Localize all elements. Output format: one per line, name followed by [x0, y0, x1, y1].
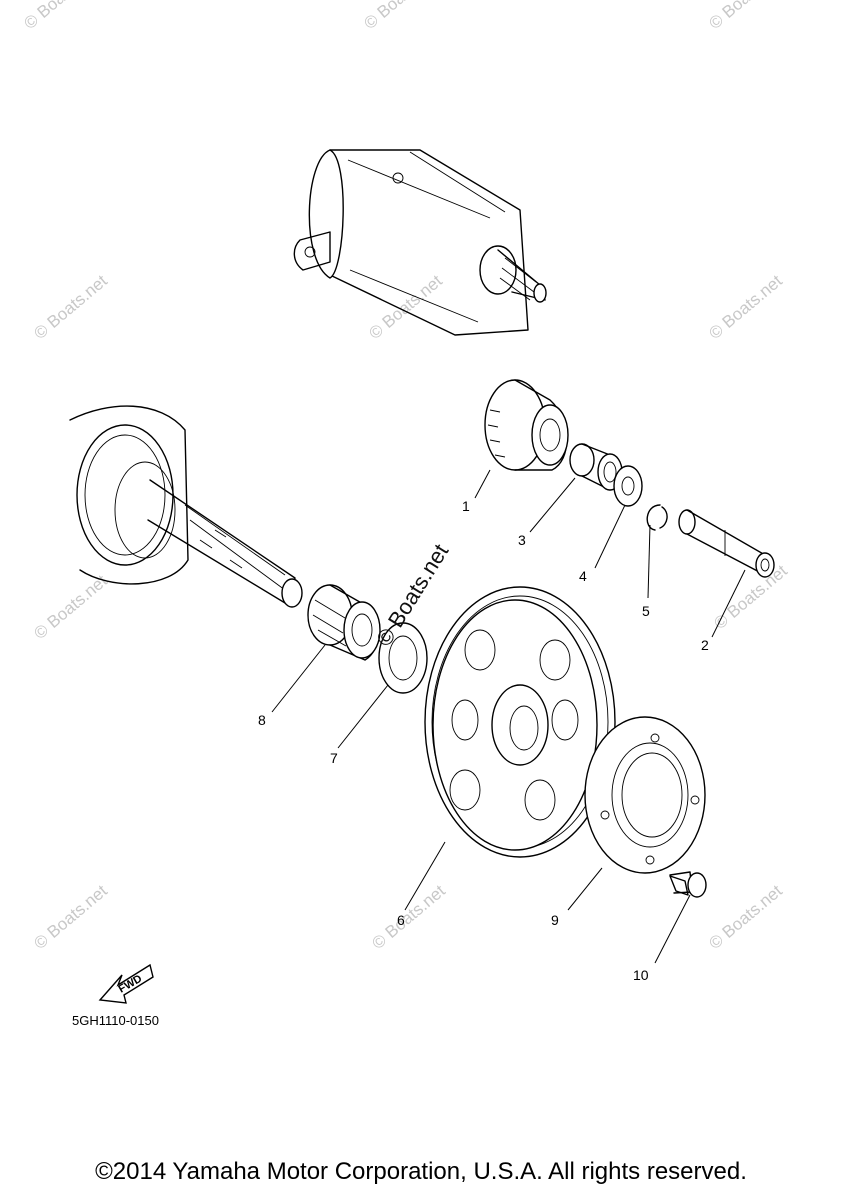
watermark: © Boats.net — [705, 271, 786, 343]
starter-motor-icon — [293, 149, 547, 336]
leader-lines — [271, 469, 746, 964]
callout-3: 3 — [518, 532, 526, 548]
callout-4: 4 — [579, 568, 587, 584]
watermark: © Boats.net — [368, 881, 449, 953]
washer-large-icon — [378, 622, 428, 694]
callout-7: 7 — [330, 750, 338, 766]
callout-labels: 1 2 3 4 5 6 7 8 9 10 — [258, 498, 709, 983]
copyright-notice: ©2014 Yamaha Motor Corporation, U.S.A. A… — [95, 1158, 747, 1185]
callout-9: 9 — [551, 912, 559, 928]
watermark: © Boats.net — [30, 881, 111, 953]
callout-5: 5 — [642, 603, 650, 619]
callout-2: 2 — [701, 637, 709, 653]
watermark: © Boats.net — [710, 561, 791, 633]
one-way-clutch-icon — [584, 716, 706, 874]
diagram-code: 5GH1110-0150 — [72, 1013, 159, 1028]
watermark: © Boats.net — [705, 881, 786, 953]
bolt-icon — [669, 871, 707, 898]
circlip-icon — [646, 504, 668, 531]
watermark: © Boats.net — [30, 571, 111, 643]
callout-10: 10 — [633, 967, 649, 983]
watermark: © Boats.net — [365, 271, 446, 343]
callout-8: 8 — [258, 712, 266, 728]
callout-6: 6 — [397, 912, 405, 928]
shaft-icon — [678, 509, 775, 578]
watermark: © Boats.net — [705, 0, 786, 33]
callout-1: 1 — [462, 498, 470, 514]
starter-wheel-gear-icon — [424, 586, 616, 858]
needle-bearing-large-icon — [307, 584, 381, 661]
crankshaft-icon — [69, 405, 303, 608]
fwd-arrow-icon: FWD — [98, 963, 154, 1004]
idler-gear-icon — [484, 379, 569, 471]
watermark: © Boats.net — [30, 271, 111, 343]
washer-icon — [613, 465, 643, 507]
watermark: © Boats.net — [20, 0, 101, 33]
watermark: © Boats.net — [360, 0, 441, 33]
